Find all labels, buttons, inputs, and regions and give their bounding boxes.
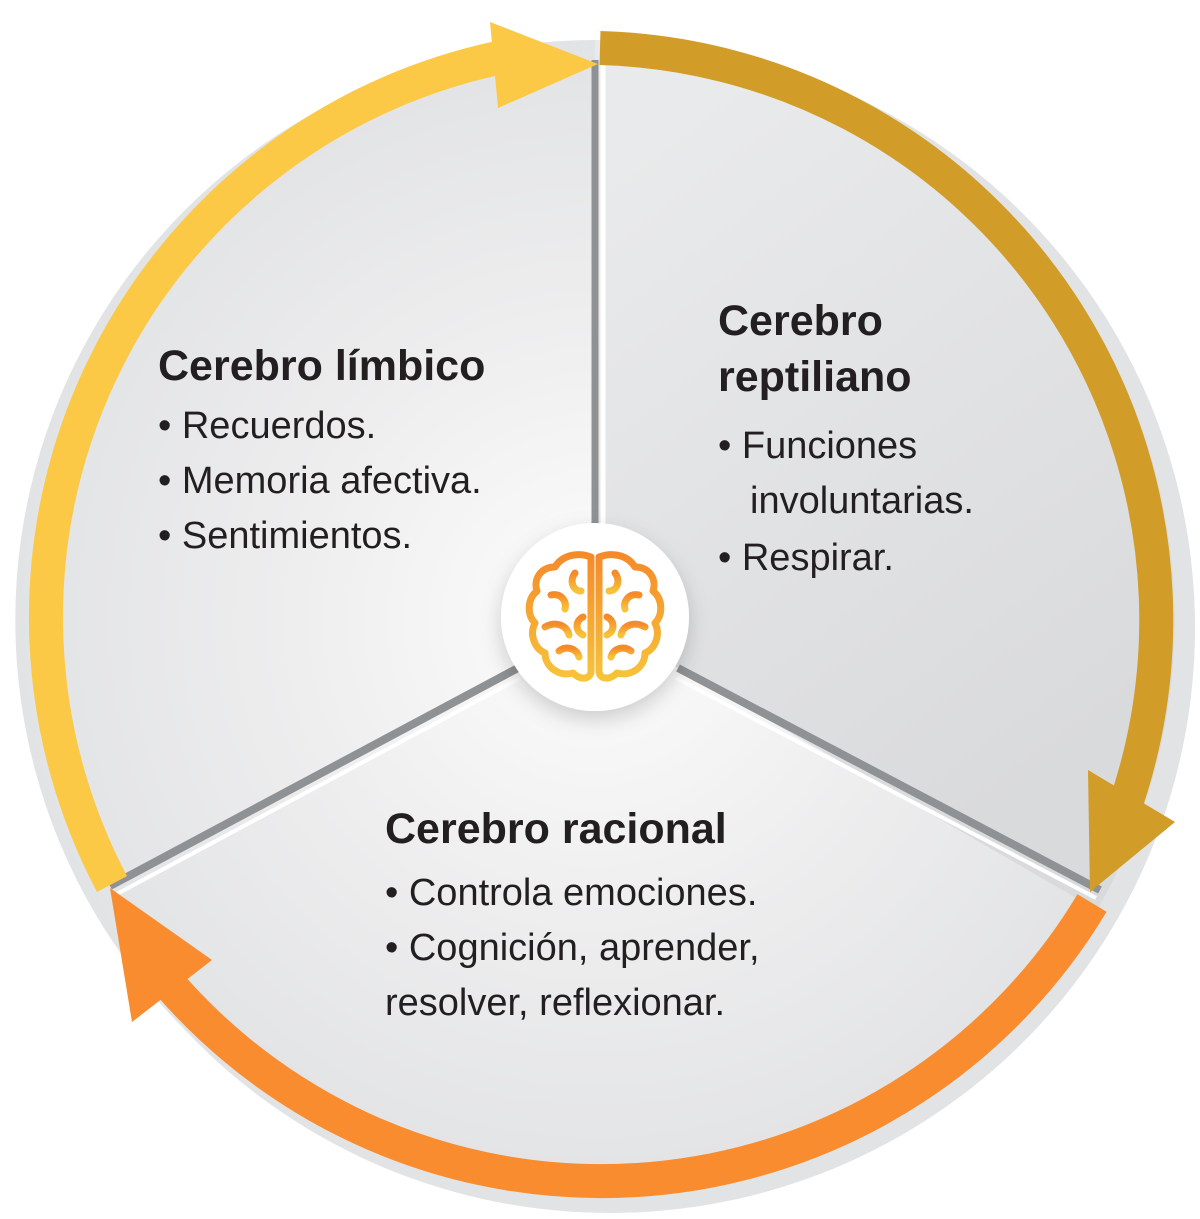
brain-icon [525,551,665,682]
reptiliano-item: • Funciones [718,425,918,467]
reptiliano-title-line1: Cerebro [718,297,883,345]
limbico-title: Cerebro límbico [158,342,486,390]
racional-title: Cerebro racional [385,805,727,853]
arrow-racional [110,888,1107,1199]
arrow-limbico [28,22,598,892]
dividers [108,60,1102,900]
limbico-item: • Memoria afectiva. [158,460,482,502]
limbico-item: • Recuerdos. [158,405,377,447]
racional-item: • Controla emociones. [385,872,758,914]
racional-item: resolver, reflexionar. [385,982,726,1024]
racional-item: • Cognición, aprender, [385,927,760,969]
arrow-reptiliano [599,31,1175,892]
reptiliano-item: involuntarias. [750,480,974,522]
limbico-item: • Sentimientos. [158,515,413,557]
reptiliano-title-line2: reptiliano [718,353,912,401]
reptiliano-item: • Respirar. [718,537,894,579]
segment-racional [93,620,1097,1200]
